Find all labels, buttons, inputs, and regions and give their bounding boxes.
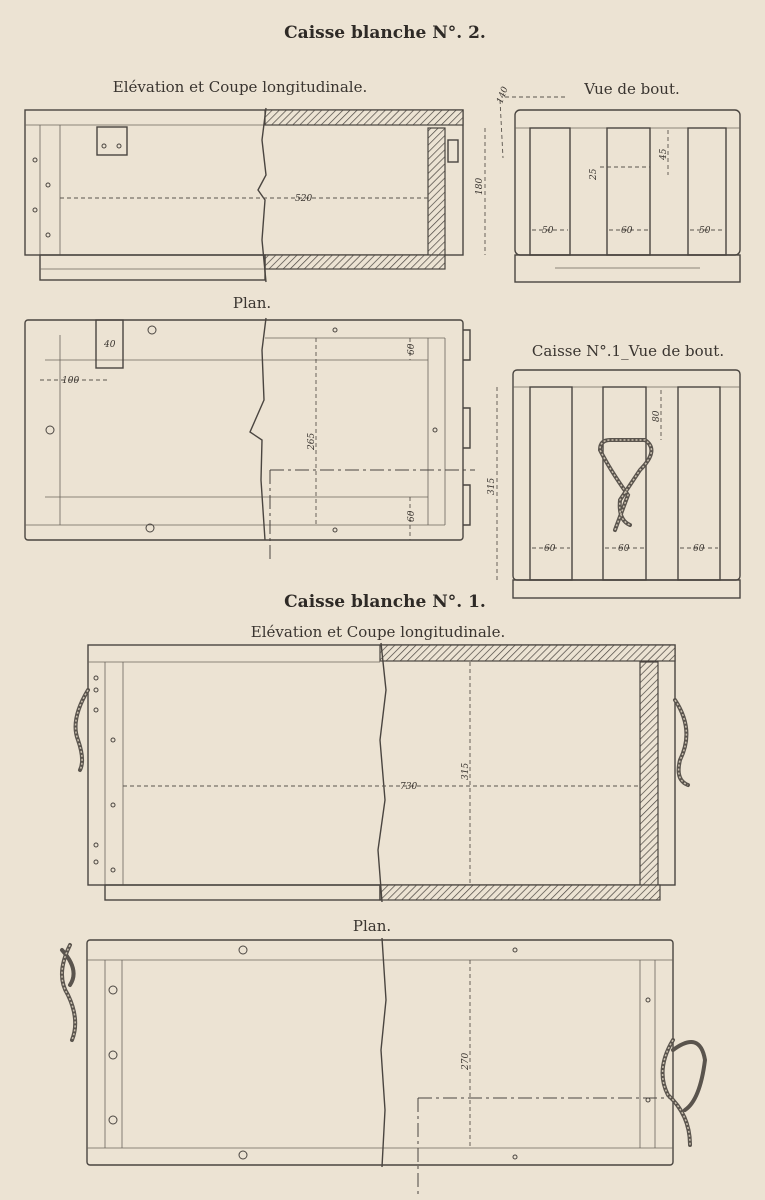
dim-slat-top: 45	[659, 148, 669, 161]
dim-c1-slat-right: 60	[693, 544, 705, 554]
dim-c1-height: 315	[461, 763, 471, 780]
dim-c1-plan-width: 270	[461, 1053, 471, 1071]
dim-c1-slat-mid: 60	[618, 544, 630, 554]
caisse2-plan: 40 100 265 60 60	[24, 317, 475, 560]
caisse1-end-view: 315 80 60 60 60	[487, 369, 741, 599]
dim-c1-length: 730	[400, 782, 417, 792]
dim-slat-left: 50	[542, 226, 554, 236]
dim-c1-end-top: 80	[652, 410, 662, 422]
dim-plan-tab: 40	[103, 340, 116, 350]
caisse1-elevation: 730 315	[73, 642, 690, 903]
caisse2-title: Caisse blanche N°. 2.	[284, 23, 486, 43]
dim-c1-slat-left: 60	[544, 544, 556, 554]
caisse1-elevation-label: Elévation et Coupe longitudinale.	[251, 623, 505, 641]
dim-end-mid: 25	[589, 168, 599, 181]
dim-slat-right: 50	[699, 226, 711, 236]
caisse1-plan-label: Plan.	[353, 917, 391, 935]
dim-c1-end-height: 315	[487, 478, 497, 495]
caisse2-end-view-label: Vue de bout.	[583, 80, 680, 98]
dim-plan-width: 265	[307, 433, 317, 451]
dim-slat-mid: 60	[621, 226, 633, 236]
caisse2-elevation: 520	[24, 107, 464, 283]
dim-plan-top: 60	[407, 343, 417, 355]
caisse1-plan: 270	[60, 937, 708, 1195]
caisse1-end-view-label: Caisse N°.1_Vue de bout.	[532, 342, 724, 360]
caisse2-plan-label: Plan.	[233, 294, 271, 312]
dim-end-height: 180	[475, 178, 485, 195]
dim-plan-bottom: 60	[407, 510, 417, 522]
dim-plan-offset: 100	[62, 376, 79, 386]
caisse2-elevation-label: Elévation et Coupe longitudinale.	[113, 78, 367, 96]
caisse2-end-view: 140 180 25 45 50 60 50	[475, 85, 741, 283]
caisse1-title: Caisse blanche N°. 1.	[284, 592, 486, 612]
dim-end-top: 140	[495, 85, 510, 105]
dim-length: 520	[295, 194, 312, 204]
